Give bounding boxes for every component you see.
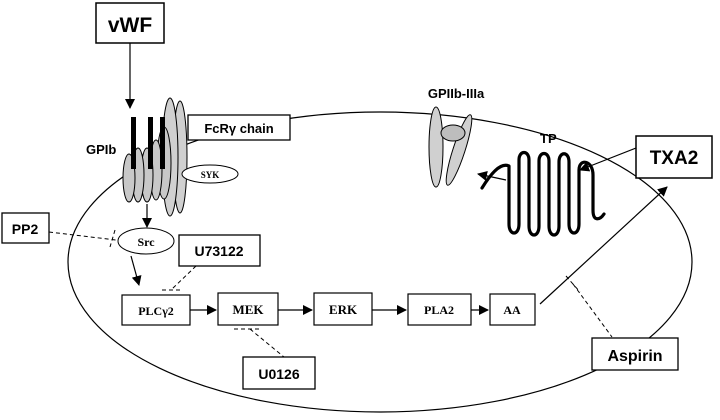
pla2-label: PLA2: [424, 303, 454, 317]
fcr-chain-box: [187, 114, 291, 141]
gpib-label: GPIb: [86, 142, 116, 157]
src-node: [117, 227, 175, 255]
gpib-receptor-complex: [122, 97, 188, 217]
syk-label: SYK: [201, 170, 220, 180]
u73122-inhibition-line: [170, 265, 197, 291]
pp2-inhibition-bar: [109, 229, 116, 248]
mek-box: [217, 292, 279, 326]
syk-node: [181, 164, 239, 184]
u73122-label: U73122: [194, 243, 243, 259]
u73122-box: [178, 234, 261, 267]
cell-membrane: [67, 111, 693, 413]
pp2-label: PP2: [12, 221, 39, 237]
aspirin-box: [591, 337, 679, 371]
gpiib-iiia-receptor: [428, 106, 473, 188]
txa2-label: TXA2: [650, 148, 699, 169]
erk-label: ERK: [329, 302, 358, 317]
src-label: Src: [137, 235, 155, 249]
mek-label: MEK: [232, 302, 264, 317]
aa-label: AA: [503, 303, 521, 317]
aspirin-inhibition-line: [572, 283, 613, 338]
aa-box: [489, 293, 536, 326]
fcr-chain-label: FcRγ chain: [204, 121, 273, 136]
txa2-box: [635, 135, 713, 179]
aa-to-txa2-arrow: [539, 186, 668, 305]
erk-box: [313, 292, 373, 326]
u0126-inhibition-line: [249, 328, 285, 358]
aspirin-label: Aspirin: [607, 348, 662, 365]
gpiib-iiia-label: GPIIb-IIIa: [428, 86, 485, 101]
src-to-plcg2-arrow: [130, 255, 142, 286]
plcg2-label: PLCγ2: [138, 304, 174, 318]
pp2-box: [1, 212, 50, 244]
tp-to-gpiib-iiia-arrow: [477, 170, 507, 181]
u0126-label: U0126: [258, 366, 299, 382]
u0126-box: [242, 356, 316, 390]
tp-label: TP: [540, 131, 557, 146]
vwf-label: vWF: [108, 14, 153, 37]
tp-receptor: [480, 150, 606, 237]
pp2-inhibition-line: [48, 231, 117, 241]
txa2-to-tp-arrow: [579, 147, 637, 172]
